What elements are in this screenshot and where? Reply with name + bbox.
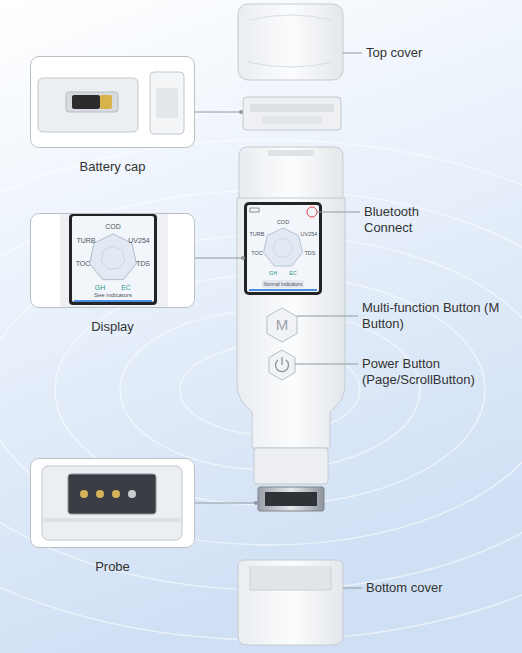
- screen-text: TURB: [250, 231, 265, 238]
- part-label: Power Button (Page/ScrollButton): [362, 356, 514, 389]
- leader-line: [343, 53, 362, 54]
- inset-panel: Display: [30, 213, 195, 308]
- leader-line: [195, 112, 241, 113]
- screen-text: UV254: [128, 237, 149, 246]
- inset-panel: Probe: [30, 458, 195, 548]
- inset-body: [60, 213, 168, 308]
- leader-lines: [195, 53, 362, 588]
- part-label: Top cover: [366, 45, 422, 61]
- inset-screen: [72, 216, 154, 302]
- battery: [72, 95, 100, 109]
- leader-line: [295, 364, 358, 365]
- battery-cap: [243, 97, 341, 130]
- screen-text: GH: [95, 284, 106, 293]
- screen-text: COD: [277, 219, 289, 226]
- inset-caption: Battery cap: [80, 159, 146, 175]
- leader-dot: [254, 501, 258, 505]
- power-icon: [276, 357, 289, 372]
- inset-ground: [30, 56, 195, 148]
- inset-body: [38, 78, 138, 132]
- inset-probe-shroud: [42, 466, 182, 540]
- screen: [247, 205, 319, 292]
- cap-ridge: [262, 116, 322, 124]
- bottom-cover: [238, 560, 343, 645]
- screen-text: TOC: [251, 250, 263, 257]
- inset-cap: [150, 72, 184, 134]
- contact: [128, 490, 136, 498]
- probe-frame: [258, 487, 324, 511]
- screen-text: EC: [289, 270, 297, 277]
- screen-bezel: [244, 202, 322, 295]
- top-cover: [238, 4, 343, 80]
- radar-inner: [273, 238, 293, 257]
- screen-text: COD: [105, 223, 121, 232]
- battery-top: [100, 95, 112, 109]
- leader-dots: [239, 110, 258, 505]
- inset-cap-ridge: [156, 88, 178, 118]
- leader-line: [195, 503, 256, 504]
- inset-ground: [30, 458, 195, 548]
- probe-window: [265, 492, 317, 506]
- inset-screen-bar: [74, 300, 152, 302]
- status-bar: [262, 280, 304, 288]
- part-label: Bluetooth Connect: [364, 204, 454, 237]
- band-slot: [268, 150, 314, 156]
- battery-icon: [250, 208, 259, 212]
- ripple: [0, 190, 522, 590]
- screen-text: GH: [269, 270, 277, 277]
- inset-radar-inner: [101, 246, 124, 269]
- contact: [80, 490, 88, 498]
- leader-line: [343, 588, 362, 589]
- m-button: [267, 308, 297, 342]
- screen-text: TURB: [76, 237, 95, 246]
- inset-caption: Probe: [95, 559, 130, 575]
- leader-dot: [241, 256, 245, 260]
- radar-heptagon: [264, 228, 303, 266]
- cover-shading: [248, 15, 334, 67]
- screen-text: UV254: [301, 231, 318, 238]
- part-label: Bottom cover: [366, 580, 443, 596]
- screen-text: EC: [121, 284, 131, 293]
- screen-text: TOC: [76, 260, 91, 269]
- inset-probe-band: [42, 518, 182, 522]
- leader-line: [317, 212, 360, 213]
- body-top-band: [239, 147, 343, 203]
- screen-bottom-bar: [249, 289, 317, 291]
- screen-text: See indicators: [94, 292, 132, 300]
- inset-caption: Display: [91, 319, 134, 335]
- bottom-cavity: [250, 566, 331, 590]
- main-body: [237, 198, 345, 448]
- part-label: Multi-function Button (M Button): [362, 300, 514, 333]
- inset-ground: [30, 213, 195, 308]
- leader-dot: [239, 110, 243, 114]
- bluetooth-indicator: [307, 207, 317, 217]
- leader-line: [297, 316, 358, 317]
- battery-holder: [66, 92, 118, 112]
- screen-text: TDS: [136, 260, 150, 269]
- leader-line: [195, 258, 243, 259]
- inset-probe-cavity: [68, 474, 156, 514]
- button-letter: M: [276, 316, 289, 335]
- screen-text: Normal indicators: [264, 281, 303, 287]
- power-button: [269, 350, 295, 380]
- probe-neck: [254, 448, 328, 484]
- cap-rim: [250, 104, 334, 112]
- screen-text: TDS: [305, 250, 316, 257]
- inset-screen-bezel: [69, 214, 157, 305]
- inset-panel: Battery cap: [30, 56, 195, 148]
- contact: [112, 490, 120, 498]
- contact: [96, 490, 104, 498]
